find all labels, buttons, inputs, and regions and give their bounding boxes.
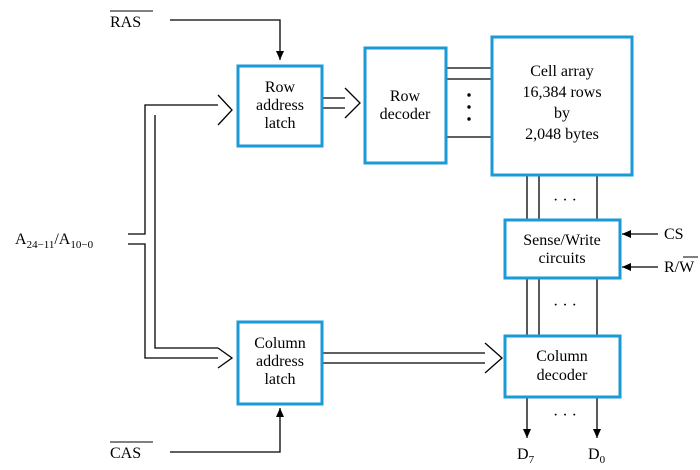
svg-text:decoder: decoder [380, 106, 431, 123]
column-address-latch: Column address latch [236, 320, 324, 406]
cas-arrow [170, 408, 284, 453]
svg-text:2,048 bytes: 2,048 bytes [525, 126, 599, 143]
sense-write-circuits: Sense/Write circuits [503, 218, 622, 280]
cell-array: Cell array 16,384 rows by 2,048 bytes [490, 35, 634, 177]
svg-text:decoder: decoder [537, 367, 588, 384]
svg-text:address: address [256, 97, 304, 114]
svg-text:Column: Column [254, 335, 306, 352]
cs-label: CS [664, 226, 684, 243]
d7-label: D7 [517, 446, 535, 466]
ras-arrow [170, 19, 284, 60]
column-decoder: Column decoder [503, 334, 622, 399]
row-address-latch: Row address latch [236, 64, 324, 148]
data-lines-ellipsis: · · · [553, 407, 577, 424]
svg-text:Row: Row [390, 88, 421, 105]
address-bus [128, 94, 234, 369]
bit-lines-lower-ellipsis: · · · [553, 297, 577, 314]
row-address-bus [322, 87, 361, 119]
cas-label: CAS [110, 445, 141, 462]
svg-text:Row: Row [265, 79, 296, 96]
bit-lines-lower [526, 278, 598, 336]
rw-label: R/W [664, 259, 695, 276]
svg-text:by: by [554, 105, 570, 122]
ras-label: RAS [110, 14, 141, 31]
d0-label: D0 [588, 446, 606, 466]
svg-text:latch: latch [264, 371, 295, 388]
address-label: A24−11/A10−0 [15, 231, 94, 251]
column-address-bus [322, 342, 503, 374]
svg-text:Cell array: Cell array [530, 63, 594, 80]
svg-text:16,384 rows: 16,384 rows [522, 84, 601, 101]
svg-text:Sense/Write: Sense/Write [523, 232, 601, 249]
bit-lines-upper-ellipsis: · · · [553, 192, 577, 209]
svg-text:address: address [256, 353, 304, 370]
svg-text:Column: Column [536, 348, 588, 365]
bit-lines-upper [526, 175, 598, 220]
word-lines [446, 67, 492, 138]
svg-text:latch: latch [264, 115, 295, 132]
svg-text:circuits: circuits [538, 250, 585, 267]
row-decoder: Row decoder [363, 46, 448, 165]
